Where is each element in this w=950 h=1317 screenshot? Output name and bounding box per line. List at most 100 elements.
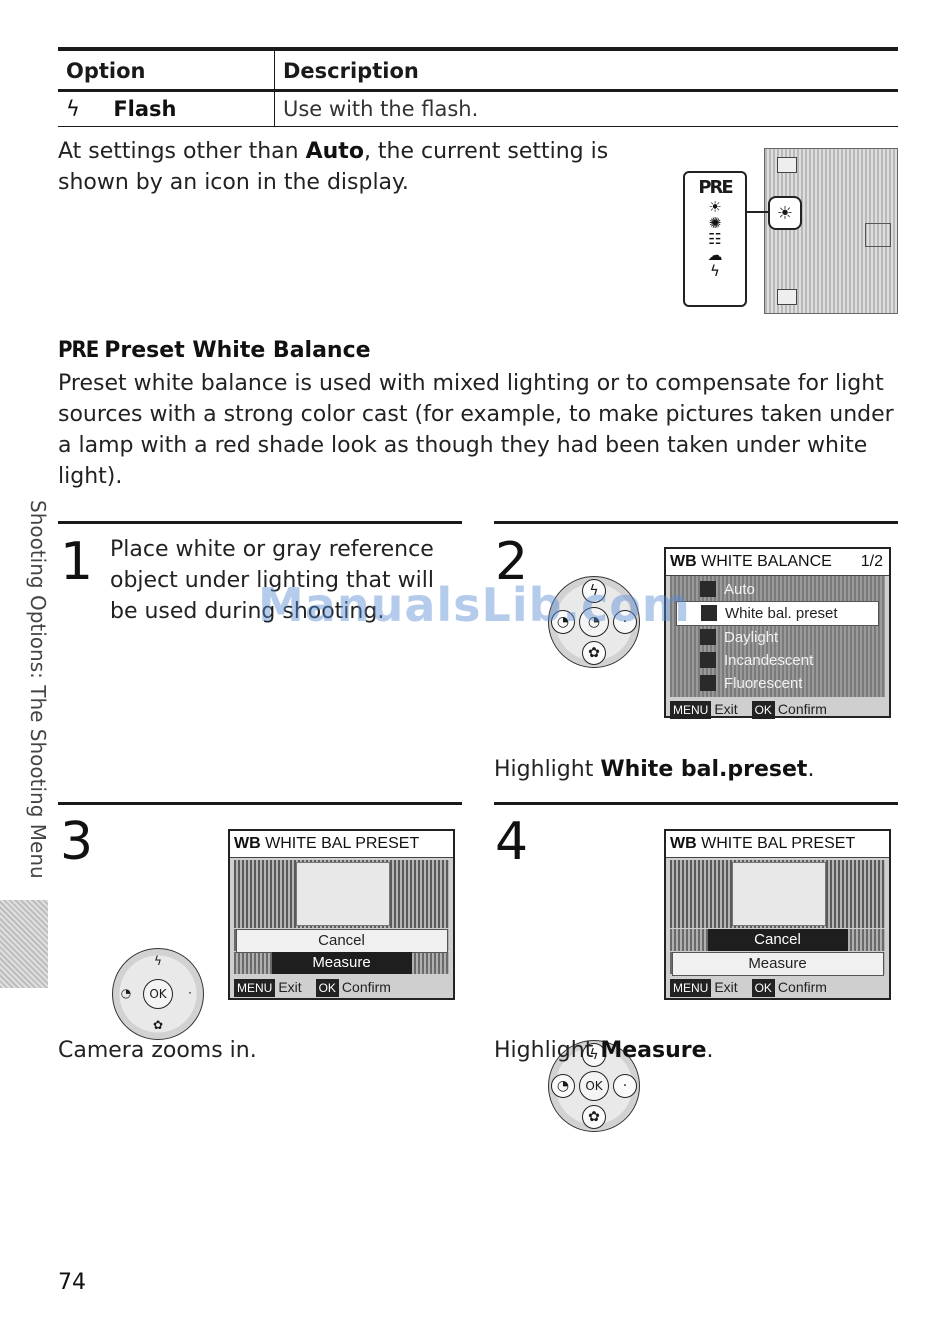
footer-exit: Exit <box>714 979 738 995</box>
step1-text: Place white or gray reference object und… <box>110 537 434 624</box>
cancel-row: Cancel <box>234 929 449 953</box>
screen-title: WHITE BAL PRESET <box>265 835 420 852</box>
zoomed-preview <box>670 860 885 928</box>
zoomed-preview <box>234 860 449 928</box>
daylight-icon: ☀ <box>708 198 722 216</box>
incandescent-icon: ✺ <box>708 214 722 232</box>
step2-rule <box>494 521 898 524</box>
step1-number: 1 <box>60 532 94 592</box>
dial-up-flash-icon: ϟ <box>582 1043 606 1067</box>
dial-left-selftimer-icon: ◔ <box>551 1074 575 1098</box>
screen-page-indicator: 1/2 <box>860 553 883 570</box>
footer-confirm: Confirm <box>341 979 391 995</box>
table-header-row: Option Description <box>58 47 898 92</box>
fluorescent-icon: ☷ <box>708 230 722 248</box>
measure-row: Measure <box>670 952 885 976</box>
menu-key-icon: MENU <box>234 979 276 997</box>
flash-wb-icon: ϟ <box>710 262 720 280</box>
camera-mode-icon <box>777 157 797 173</box>
white-balance-menu-screen: WB WHITE BALANCE 1/2 Auto White bal. pre… <box>664 547 891 721</box>
measure-row: Measure <box>234 952 449 974</box>
option-name: Flash <box>113 97 177 121</box>
preview-reference-area <box>732 862 826 926</box>
option-cell: ϟ Flash <box>58 90 275 127</box>
wb-menu-list: Auto White bal. preset Daylight Incandes… <box>670 576 885 697</box>
wb-prefix: WB <box>670 553 697 570</box>
dial-ok-button: OK <box>143 979 173 1009</box>
section-title: Preset White Balance <box>104 338 371 363</box>
auto-wb-icon <box>700 581 716 597</box>
dial-right-icon: · <box>613 610 637 634</box>
footer-exit: Exit <box>714 701 738 717</box>
dial-ok-button: OK <box>579 1071 609 1101</box>
chapter-side-tab: Shooting Options: The Shooting Menu <box>26 500 50 879</box>
step1-rule <box>58 521 462 524</box>
preview-reference-area <box>296 862 390 926</box>
section-body: Preset white balance is used with mixed … <box>58 371 894 489</box>
menu-item-white-bal-preset[interactable]: White bal. preset <box>676 601 879 626</box>
measure-option[interactable]: Measure <box>271 952 412 974</box>
callout-line <box>745 211 769 213</box>
cancel-option[interactable]: Cancel <box>707 929 848 951</box>
step3-rule <box>58 802 462 805</box>
multi-selector-dial-zoomed: ϟ ◔ · ✿ OK <box>112 948 204 1040</box>
ok-key-icon: OK <box>315 979 339 997</box>
menu-item-auto[interactable]: Auto <box>670 578 885 601</box>
menu-item-daylight[interactable]: Daylight <box>670 626 885 649</box>
multi-selector-dial: ϟ ◔ · ✿ OK <box>548 1040 640 1132</box>
screen-title: WHITE BALANCE <box>701 553 832 570</box>
watermark: ManualsLib.com <box>258 578 691 632</box>
intro-text-start: At settings other than <box>58 139 306 164</box>
footer-confirm: Confirm <box>777 701 827 717</box>
header-description: Description <box>274 47 898 92</box>
intro-text-end: , the current setting is shown by an ico… <box>58 139 609 195</box>
ok-key-icon: OK <box>751 979 775 997</box>
screen-title-bar: WB WHITE BAL PRESET <box>230 831 453 858</box>
option-table: Option Description ϟ Flash Use with the … <box>58 47 898 127</box>
daylight-wb-icon <box>700 629 716 645</box>
screen-title-bar: WB WHITE BAL PRESET <box>666 831 889 858</box>
measure-option[interactable]: Measure <box>671 952 884 976</box>
menu-item-incandescent[interactable]: Incandescent <box>670 649 885 672</box>
dial-down-macro-icon: ✿ <box>582 641 606 665</box>
wb-icon-strip: PRE ☀ ✺ ☷ ☁ ϟ <box>683 171 747 307</box>
dial-ok-icon: ◔ <box>579 607 609 637</box>
step3-number: 3 <box>60 812 94 872</box>
page-number: 74 <box>58 1270 86 1295</box>
dial-right-icon: · <box>188 986 192 1000</box>
chapter-tab-marker <box>0 900 48 988</box>
menu-key-icon: MENU <box>670 979 712 997</box>
step2-number: 2 <box>495 532 529 592</box>
footer-exit: Exit <box>278 979 302 995</box>
header-option: Option <box>58 47 275 92</box>
wb-prefix: WB <box>670 835 697 852</box>
cancel-option[interactable]: Cancel <box>235 929 448 953</box>
dial-up-flash-icon: ϟ <box>582 579 606 603</box>
step4-rule <box>494 802 898 805</box>
daylight-callout-icon: ☀ <box>768 196 802 230</box>
step3-caption: Camera zooms in. <box>58 1038 257 1063</box>
cancel-row: Cancel <box>670 929 885 951</box>
incandescent-wb-icon <box>700 652 716 668</box>
image-mode-icon <box>777 289 797 305</box>
dial-up-flash-icon: ϟ <box>154 954 162 968</box>
flash-icon: ϟ <box>66 97 80 121</box>
wb-prefix: WB <box>234 835 261 852</box>
intro-paragraph: At settings other than Auto, the current… <box>58 136 618 198</box>
dial-left-selftimer-icon: ◔ <box>120 986 132 1000</box>
screen-title: WHITE BAL PRESET <box>701 835 856 852</box>
dial-right-icon: · <box>613 1074 637 1098</box>
menu-item-fluorescent[interactable]: Fluorescent <box>670 672 885 695</box>
step4-number: 4 <box>495 812 529 872</box>
fluorescent-wb-icon <box>700 675 716 691</box>
step4-caption: Highlight Measure. <box>494 1038 714 1063</box>
frame-bracket-icon <box>865 223 891 247</box>
dial-down-macro-icon: ✿ <box>152 1018 164 1032</box>
preset-icon-label: PRE <box>698 177 733 198</box>
cloudy-icon: ☁ <box>707 246 723 264</box>
